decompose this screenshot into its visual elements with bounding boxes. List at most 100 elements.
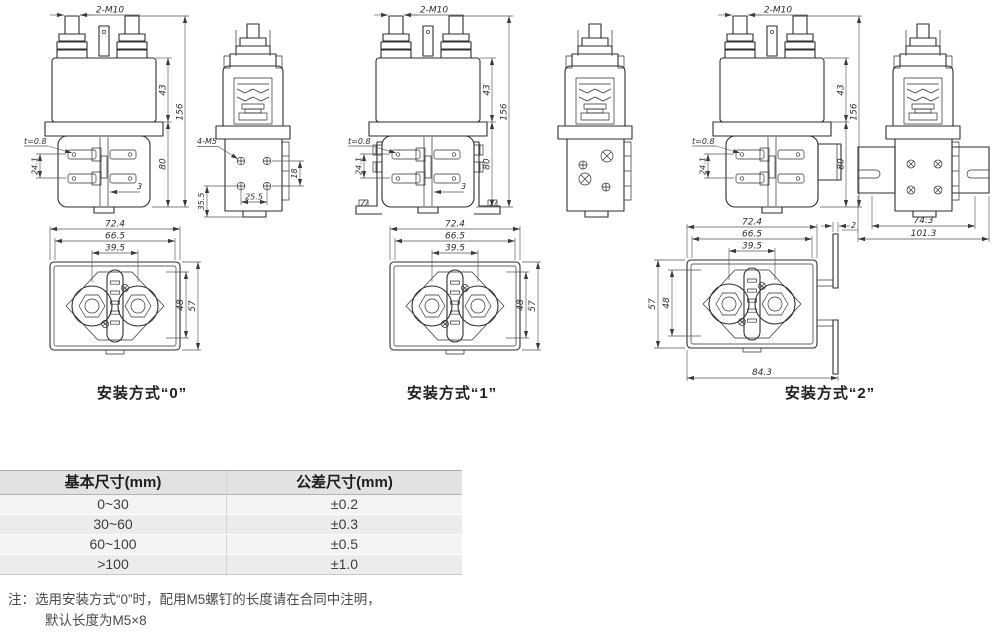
mounting-0-bottom-view: 72.4 66.5 39.5 48 57 <box>49 220 201 355</box>
cell-tolerance: ±0.3 <box>330 516 359 532</box>
side-mounting-brackets <box>857 146 990 194</box>
mounting-0-front-view: 2-M10 43 80 156 24.1 t=0.8 3 <box>24 6 189 214</box>
dim-84-3: 84.3 <box>752 368 772 378</box>
bottom-view-outline <box>686 233 839 375</box>
dim-72-4: 72.4 <box>105 220 125 230</box>
dim-18: 18 <box>290 168 299 178</box>
dim-72-4: 72.4 <box>742 218 762 228</box>
mounting-2-front-view: 2-M10 43 80 156 24.1 t=0.8 <box>692 6 862 214</box>
cell-basic-size: >100 <box>0 555 227 574</box>
table-row: 60~100 ±0.5 <box>0 535 462 555</box>
mounting-2-side-view: 74.3 101.3 <box>857 23 990 242</box>
dim-66-5: 66.5 <box>105 232 125 242</box>
front-dimensions: 2-M10 43 80 156 24.1 t=0.8 3 <box>348 6 513 208</box>
header-basic-size: 基本尺寸(mm) <box>0 471 227 494</box>
cell-tolerance: ±0.2 <box>330 496 359 512</box>
dim-74-3: 74.3 <box>913 216 933 226</box>
table-row: 30~60 ±0.3 <box>0 515 462 535</box>
mounting-style-2-label: 安装方式“2” <box>784 385 876 402</box>
footnote-line-2: 默认长度为M5×8 <box>45 613 147 628</box>
dim-57: 57 <box>528 300 538 312</box>
bottom-dimensions: 72.4 66.5 39.5 48 57 <box>389 220 541 351</box>
contactor-front-outline <box>712 15 842 214</box>
mounting-1-side-view <box>557 23 633 218</box>
contactor-side-outline <box>557 23 633 218</box>
bracket-screws <box>372 144 484 173</box>
front-dimensions: 2-M10 43 80 156 24.1 t=0.8 <box>692 6 862 208</box>
dim-80: 80 <box>483 158 493 170</box>
tolerance-table-header: 基本尺寸(mm) 公差尺寸(mm) <box>0 471 462 495</box>
bottom-view-outline <box>49 261 181 355</box>
dim-39-5: 39.5 <box>445 244 465 254</box>
dim-thread: 2-M10 <box>764 6 792 16</box>
screw-head-icons <box>578 149 614 192</box>
dim-66-5: 66.5 <box>445 232 465 242</box>
footnote-line-1: 注：选用安装方式“0”时，配用M5螺钉的长度请在合同中注明， <box>8 589 381 610</box>
screw-head-icons <box>906 159 943 195</box>
mounting-style-1-label: 安装方式“1” <box>406 385 498 402</box>
dim-48: 48 <box>516 299 526 311</box>
dim-43: 43 <box>483 84 493 96</box>
side-dimensions: 74.3 101.3 <box>857 196 990 242</box>
dim-43: 43 <box>159 84 169 96</box>
bottom-dimensions: 72.4 66.5 39.5 48 57 2 8 <box>648 218 858 381</box>
mounting-1-bottom-view: 72.4 66.5 39.5 48 57 <box>389 220 541 355</box>
dim-t-0-8: t=0.8 <box>24 137 47 146</box>
dim-thread: 2-M10 <box>96 6 124 16</box>
contactor-front-outline <box>355 15 501 215</box>
mounting-2-bottom-view: 72.4 66.5 39.5 48 57 2 8 <box>648 218 858 381</box>
bottom-view-outline <box>389 261 521 355</box>
dim-35-5: 35.5 <box>197 193 206 211</box>
bottom-dimensions: 72.4 66.5 39.5 48 57 <box>49 220 201 351</box>
dim-2: 2 <box>851 221 856 230</box>
dim-57: 57 <box>648 298 658 310</box>
dim-24-1: 24.1 <box>31 157 40 175</box>
dim-156: 156 <box>176 103 186 120</box>
contactor-side-outline <box>215 23 291 218</box>
dim-48: 48 <box>176 299 186 311</box>
mounting-bracket-plate <box>817 233 839 375</box>
tolerance-table: 基本尺寸(mm) 公差尺寸(mm) 0~30 ±0.2 30~60 ±0.3 6… <box>0 470 462 575</box>
header-tolerance: 公差尺寸(mm) <box>296 474 393 491</box>
dim-57: 57 <box>188 300 198 312</box>
side-bracket-boss <box>817 143 842 181</box>
table-row: >100 ±1.0 <box>0 555 462 575</box>
dim-thread: 2-M10 <box>420 6 448 16</box>
dim-43: 43 <box>837 84 847 96</box>
table-row: 0~30 ±0.2 <box>0 495 462 515</box>
mounting-1-front-view: 2-M10 43 80 156 24.1 t=0.8 3 <box>348 6 513 215</box>
dim-80: 80 <box>159 158 169 170</box>
dim-4-m5: 4-M5 <box>197 137 217 146</box>
cell-tolerance: ±0.5 <box>330 536 359 552</box>
dim-t-0-8: t=0.8 <box>692 137 715 146</box>
dim-3: 3 <box>461 182 466 191</box>
dim-66-5: 66.5 <box>742 230 762 240</box>
dim-24-1: 24.1 <box>699 157 708 175</box>
footnote: 注：选用安装方式“0”时，配用M5螺钉的长度请在合同中注明， 默认长度为M5×8 <box>8 589 381 631</box>
cell-basic-size: 0~30 <box>0 495 227 514</box>
dim-39-5: 39.5 <box>105 244 125 254</box>
dim-25-5: 25.5 <box>245 193 263 202</box>
cell-basic-size: 30~60 <box>0 515 227 534</box>
dim-156: 156 <box>850 103 860 120</box>
footnote-text: 选用安装方式“0”时，配用M5螺钉的长度请在合同中注明， <box>35 592 381 607</box>
side-dimensions: 4-M5 18 25.5 35.5 <box>197 137 304 218</box>
dim-39-5: 39.5 <box>742 242 762 252</box>
footnote-prefix: 注： <box>8 592 35 607</box>
dim-3: 3 <box>137 182 142 191</box>
dim-72-4: 72.4 <box>445 220 465 230</box>
cell-basic-size: 60~100 <box>0 535 227 554</box>
mounting-0-side-view: 4-M5 18 25.5 35.5 <box>197 23 304 218</box>
dim-156: 156 <box>500 103 510 120</box>
dim-80: 80 <box>837 158 847 170</box>
front-dimensions: 2-M10 43 80 156 24.1 t=0.8 3 <box>24 6 189 208</box>
contactor-front-outline <box>44 15 164 214</box>
dim-24-1: 24.1 <box>355 157 364 175</box>
mounting-holes <box>236 156 272 191</box>
mounting-style-0-label: 安装方式“0” <box>96 385 188 402</box>
cell-tolerance: ±1.0 <box>330 556 359 572</box>
dim-101-3: 101.3 <box>911 229 937 239</box>
contactor-side-outline <box>857 23 990 218</box>
dim-48: 48 <box>662 297 672 309</box>
